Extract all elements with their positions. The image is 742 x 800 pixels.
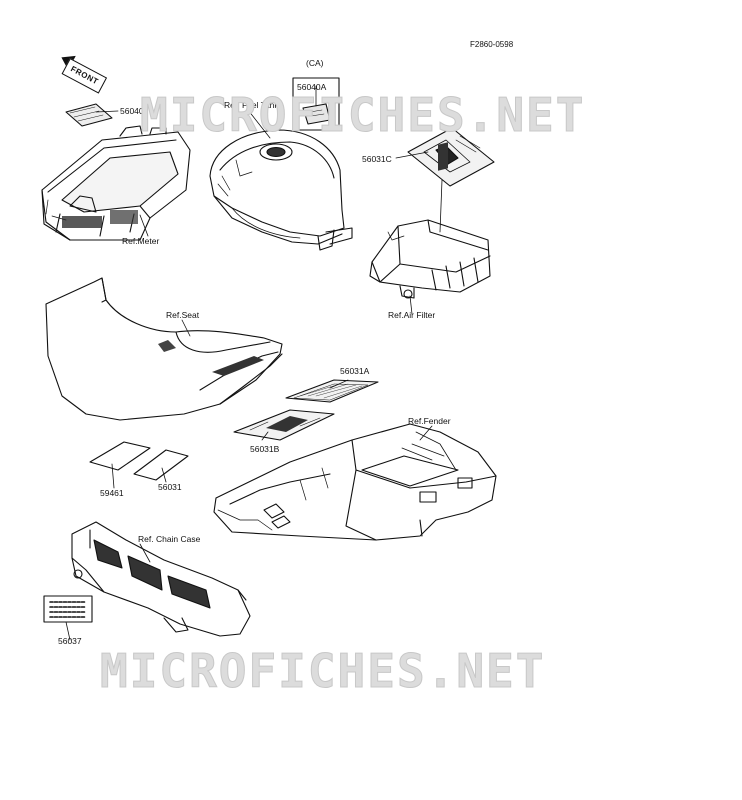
callout-56031: 56031 [158,482,182,492]
callout-56040: 56040 [120,106,144,116]
ca-label: (CA) [306,58,324,68]
watermark-bottom: MICROFICHES.NET [99,644,546,698]
leader-lines [65,85,443,641]
label-56031-sheet [133,449,189,481]
label-56031B-sticker [233,409,335,441]
callout-56031C: 56031C [362,154,392,164]
label-56037-sticker [43,595,93,623]
ref-fuel-tank: Ref. Fuel Tank [224,100,279,110]
callout-56040A: 56040A [297,82,327,92]
ref-seat: Ref.Seat [166,310,200,320]
callout-59461: 59461 [100,488,124,498]
label-56040A-sticker [292,77,340,131]
chain-case [71,521,251,637]
callout-56037: 56037 [58,636,82,646]
callout-56031B: 56031B [250,444,280,454]
label-56031A-sticker [285,379,379,403]
ref-air-filter: Ref.Air Filter [388,310,436,320]
seat [45,277,283,421]
meter-assembly [41,125,191,241]
diagram-id: F2860-0598 [470,40,514,49]
label-59461-sheet [89,441,151,471]
ref-fender: Ref.Fender [408,416,451,426]
label-56040-sticker [65,103,113,127]
ref-chain-case: Ref. Chain Case [138,534,201,544]
ref-meter: Ref.Meter [122,236,160,246]
air-filter-box [369,142,491,299]
fuel-tank [209,129,353,251]
watermark-top: MICROFICHES.NET [139,88,586,142]
rear-fender [213,423,497,541]
callout-56031A: 56031A [340,366,370,376]
